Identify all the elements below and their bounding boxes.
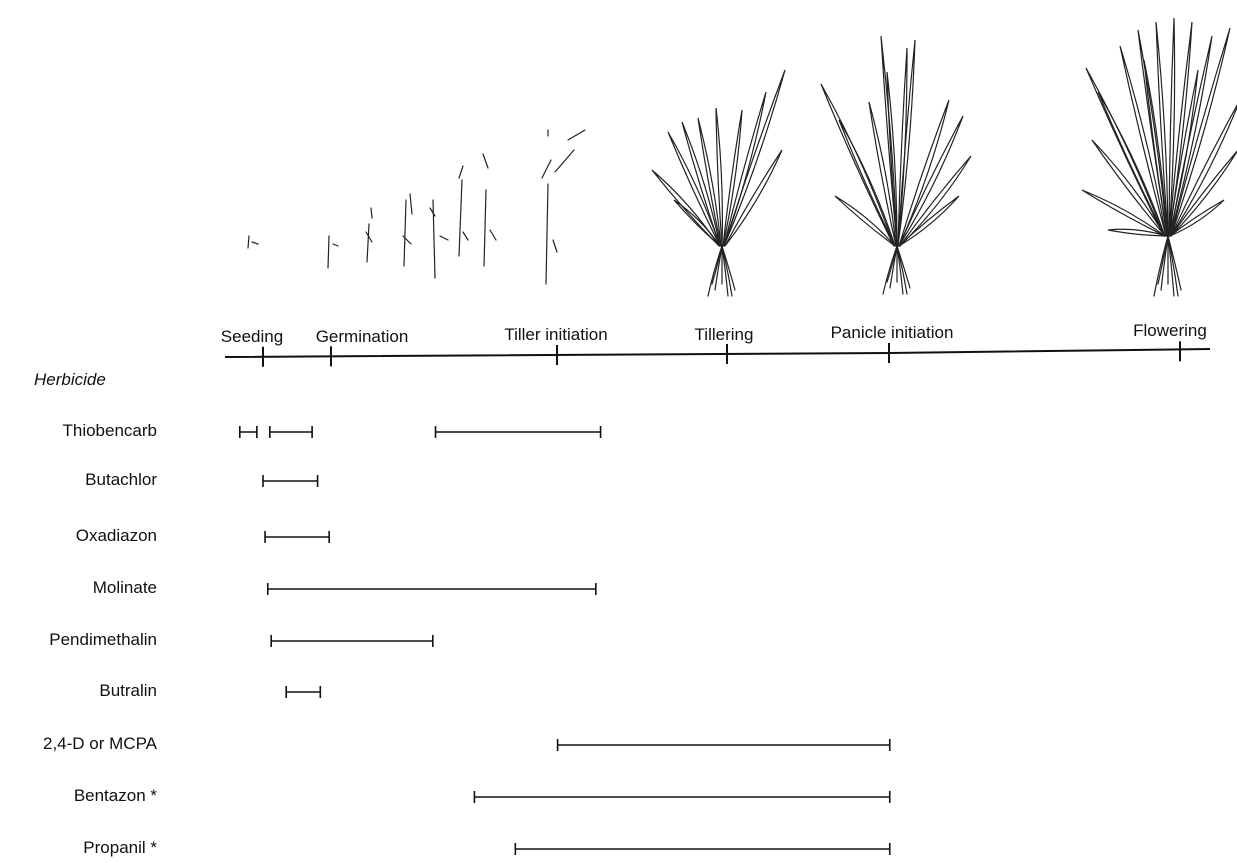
herbicide-label-oxadiazon: Oxadiazon: [76, 526, 157, 546]
stage-label-tillering: Tillering: [695, 325, 754, 345]
tillering-plant-illustration: [652, 70, 785, 296]
herbicide-column-header: Herbicide: [34, 370, 106, 390]
herbicide-label-pendimethalin: Pendimethalin: [49, 630, 157, 650]
timeline-axis-line: [225, 349, 1210, 357]
leaf: [668, 132, 720, 246]
herbicide-label-thiobencarb: Thiobencarb: [62, 421, 157, 441]
herbicide-label-butralin: Butralin: [99, 681, 157, 701]
panicle-initiation-plant-illustration: [821, 36, 971, 294]
stage-label-germination: Germination: [316, 327, 409, 347]
herbicide-label-bentazon: Bentazon *: [74, 786, 157, 806]
stage-label-panicle-initiation: Panicle initiation: [831, 323, 954, 343]
seedling-icon: [328, 236, 338, 268]
herbicide-label-molinate: Molinate: [93, 578, 157, 598]
seedling-icon: [366, 208, 372, 262]
seedling-icon: [542, 130, 585, 284]
leaf: [1171, 28, 1230, 236]
stage-label-seeding: Seeding: [221, 327, 283, 347]
leaf: [724, 92, 766, 246]
herbicide-label-2-4-d-or-mcpa: 2,4-D or MCPA: [43, 734, 157, 754]
herbicide-label-butachlor: Butachlor: [85, 470, 157, 490]
seedling-icon: [430, 200, 448, 278]
seedling-icon: [403, 194, 412, 266]
seedling-icon: [248, 236, 258, 248]
seedling-icon: [459, 166, 468, 256]
stage-label-tiller-initiation: Tiller initiation: [504, 325, 607, 345]
application-window-bars: [240, 426, 890, 855]
stage-label-flowering: Flowering: [1133, 321, 1207, 341]
plant-growth-illustrations: [248, 18, 1237, 296]
herbicide-label-propanil: Propanil *: [83, 838, 157, 858]
leaf: [899, 116, 963, 246]
seedling-icon: [483, 154, 496, 266]
leaf: [698, 118, 721, 246]
flowering-plant-illustration: [1082, 18, 1237, 296]
